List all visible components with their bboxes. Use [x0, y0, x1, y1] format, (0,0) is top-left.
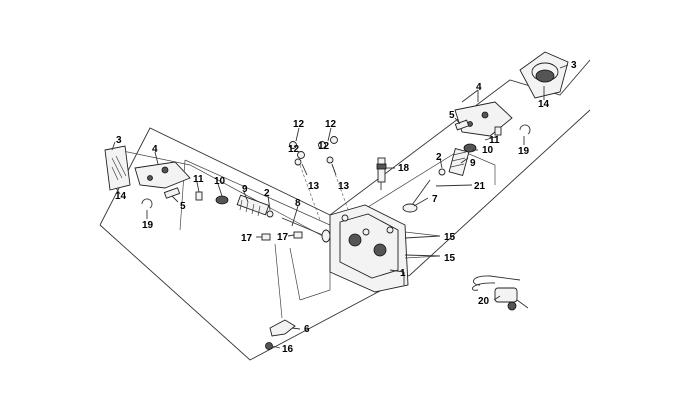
callout-12-d: 12 [318, 141, 330, 152]
callout-13-left: 13 [308, 181, 320, 192]
callout-4-left: 4 [152, 144, 158, 155]
callout-15-upper: 15 [444, 232, 456, 243]
callout-17-left: 17 [241, 233, 253, 244]
callout-9-left: 9 [242, 184, 248, 195]
callout-4-right: 4 [476, 82, 482, 93]
callout-9-right: 9 [470, 158, 476, 169]
callout-21: 21 [474, 181, 486, 192]
callout-16: 16 [282, 344, 294, 355]
part-clip-right [519, 124, 531, 135]
leader-lines [111, 64, 569, 349]
callout-3-right: 3 [571, 60, 577, 71]
callout-12-c: 12 [325, 119, 337, 130]
callout-1: 1 [400, 268, 406, 279]
callout-14-right: 14 [538, 99, 550, 110]
callout-7: 7 [432, 194, 438, 205]
part-spark-plug [376, 157, 387, 190]
part-bracket-lower [265, 243, 301, 350]
callout-19-left: 19 [142, 220, 154, 231]
part-sensor [471, 275, 529, 311]
spring-left [236, 194, 270, 217]
part-gasket-left [104, 145, 131, 191]
studs-and-nuts [289, 136, 351, 221]
group-boundary [99, 59, 591, 361]
callout-10-left: 10 [214, 176, 226, 187]
callout-13-right: 13 [338, 181, 350, 192]
callout-20: 20 [478, 296, 490, 307]
callout-5-left: 5 [180, 201, 186, 212]
callout-labels: 1 2 2 3 3 4 4 5 5 6 7 8 9 9 10 10 11 11 … [115, 60, 577, 355]
callout-12-a: 12 [293, 119, 305, 130]
callout-15-lower: 15 [444, 253, 456, 264]
callout-3-left: 3 [116, 135, 122, 146]
callout-11-left: 11 [193, 174, 204, 185]
callout-8: 8 [295, 198, 301, 209]
part-cap-right [519, 51, 569, 99]
part-pin-left [163, 187, 181, 199]
callout-5-right: 5 [449, 110, 455, 121]
callout-14-left: 14 [115, 191, 127, 202]
callout-2-right: 2 [436, 152, 442, 163]
callout-6: 6 [304, 324, 310, 335]
part-cylinder-head [329, 204, 441, 293]
part-rocker-plate-left [134, 161, 191, 189]
callout-12-b: 12 [288, 144, 300, 155]
callout-11-right: 11 [489, 135, 500, 146]
part-rocker-plate-right [454, 101, 513, 137]
callout-17-right: 17 [277, 232, 289, 243]
callout-2-left: 2 [264, 188, 270, 199]
part-clip-left [141, 198, 153, 209]
callout-10-right: 10 [482, 145, 494, 156]
right-valve-train [402, 143, 477, 213]
callout-19-right: 19 [518, 146, 530, 157]
callout-18: 18 [398, 163, 410, 174]
